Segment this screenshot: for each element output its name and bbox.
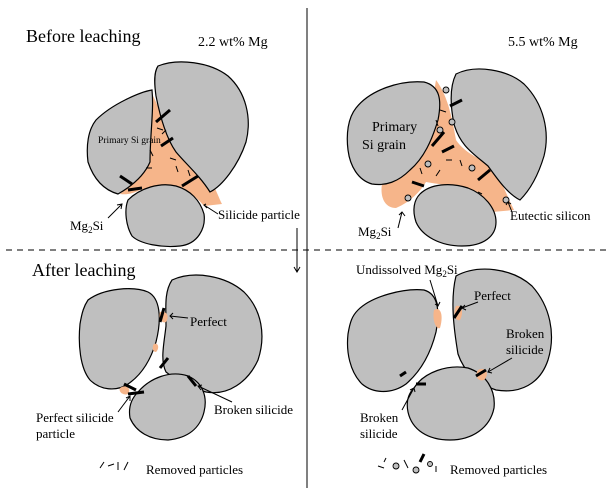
eutectic-silicon-label: Eutectic silicon [510, 208, 591, 223]
removed-particles-label-right: Removed particles [450, 462, 547, 477]
panel-before-right: 5.5 wt% Mg Primary Si grain Mg2Si Eutect… [346, 35, 591, 247]
fine-silicides-left [146, 127, 191, 177]
perfect-label-left: Perfect [190, 314, 227, 329]
leached-grain-bottom-right [406, 366, 495, 441]
silicide-particle [477, 168, 491, 182]
eutectic-arrow [507, 201, 513, 213]
silicide-particle [181, 174, 199, 188]
silicide-particle-label: Silicide particle [218, 207, 300, 222]
eutectic-si-particle [442, 86, 450, 94]
right-mg-heading: 5.5 wt% Mg [508, 35, 578, 50]
leached-grain-bottom [128, 373, 206, 441]
perfect-silicide-label-line1: Perfect silicide [36, 410, 114, 425]
broken-arrow-left [197, 385, 233, 403]
perfect-arrow-left [169, 315, 189, 319]
eutectic-si-particle [404, 194, 412, 202]
leached-grain-right-right [452, 268, 553, 392]
silicide-particle [160, 136, 174, 148]
undissolved-bit [152, 343, 159, 352]
panel-before-left: Before leaching 2.2 wt% Mg Primary Si gr… [26, 26, 300, 248]
undissolved-mg2si-bit [433, 308, 442, 329]
leached-grain-left [78, 288, 160, 390]
perfect-silicide [127, 390, 145, 396]
perfect-silicide-label-line2: particle [36, 426, 75, 441]
silicide-particle [441, 144, 455, 154]
perfect-silicide [158, 307, 166, 323]
silicide-arrow [203, 204, 219, 215]
primary-si-grain-right [154, 61, 249, 193]
perfect-silicide [123, 382, 137, 392]
silicide-particle [127, 186, 143, 192]
broken-label-bottom-line2: silicide [360, 426, 398, 441]
primary-si-grain-left [86, 89, 154, 195]
mg2si-arrow-right [397, 211, 403, 229]
primary-si-grain-bottom [125, 184, 205, 248]
primary-si-grain-bottom-right [413, 184, 497, 247]
silicide-particle [430, 131, 446, 147]
broken-silicide [158, 357, 170, 369]
primary-si-label-small: Primary Si grain [98, 136, 161, 146]
broken-label-bottom-line1: Broken [360, 410, 399, 425]
silicide-particle [449, 98, 463, 108]
panel-after-left: After leaching Perfect Broken silicide P… [32, 260, 293, 477]
removed-particles-icon-left [99, 461, 129, 471]
broken-silicide [475, 368, 487, 378]
broken-silicide-label-left: Broken silicide [214, 402, 293, 417]
before-leaching-title: Before leaching [26, 26, 140, 46]
mg2si-label-left: Mg2Si [70, 218, 104, 235]
eutectic-si-particle [448, 118, 456, 126]
eutectic-si-particle [424, 160, 432, 168]
broken-silicide [399, 370, 407, 378]
broken-arrow-right [487, 357, 513, 373]
left-mg-heading: 2.2 wt% Mg [198, 35, 268, 50]
silicide-bars-right [411, 98, 491, 188]
eutectic-si-particle [436, 126, 444, 134]
removed-particles-label-left: Removed particles [146, 462, 243, 477]
leached-grain-right [162, 274, 263, 394]
silicide-particle [411, 180, 425, 188]
perfect-silicide [452, 305, 464, 319]
silicide-particle [119, 174, 133, 186]
primary-si-grain-left-right [346, 81, 441, 186]
broken-silicide [186, 375, 198, 387]
after-leaching-title: After leaching [32, 260, 135, 280]
mg2si-arrow-left [107, 203, 123, 219]
leached-grain-left-right [346, 289, 439, 393]
undissolved-label: Undissolved Mg2Si [356, 262, 458, 279]
eutectic-si-particle [502, 196, 510, 204]
perfect-label-right: Perfect [474, 288, 511, 303]
eutectic-si-dots [404, 86, 510, 204]
primary-si-label-line1: Primary [372, 120, 417, 135]
mg2si-label-right: Mg2Si [358, 224, 392, 241]
panel-after-right: Undissolved Mg2Si Perfect Broken silicid… [346, 262, 553, 477]
undissolved-arrow [429, 279, 439, 307]
removed-particles-icon-right [377, 453, 437, 474]
undissolved-bit [119, 386, 130, 395]
silicide-particle [155, 108, 171, 124]
primary-si-label-line2: Si grain [362, 138, 406, 153]
fine-silicides-right [419, 109, 483, 195]
broken-label-right-line2: silicide [506, 342, 544, 357]
broken-arrow-bottom [401, 387, 415, 411]
eutectic-si-particle [468, 164, 476, 172]
broken-label-right-line1: Broken [506, 326, 545, 341]
silicide-bars-left [119, 108, 199, 192]
perfect-silicide-arrow [117, 395, 131, 413]
perfect-arrow-right [461, 301, 479, 309]
